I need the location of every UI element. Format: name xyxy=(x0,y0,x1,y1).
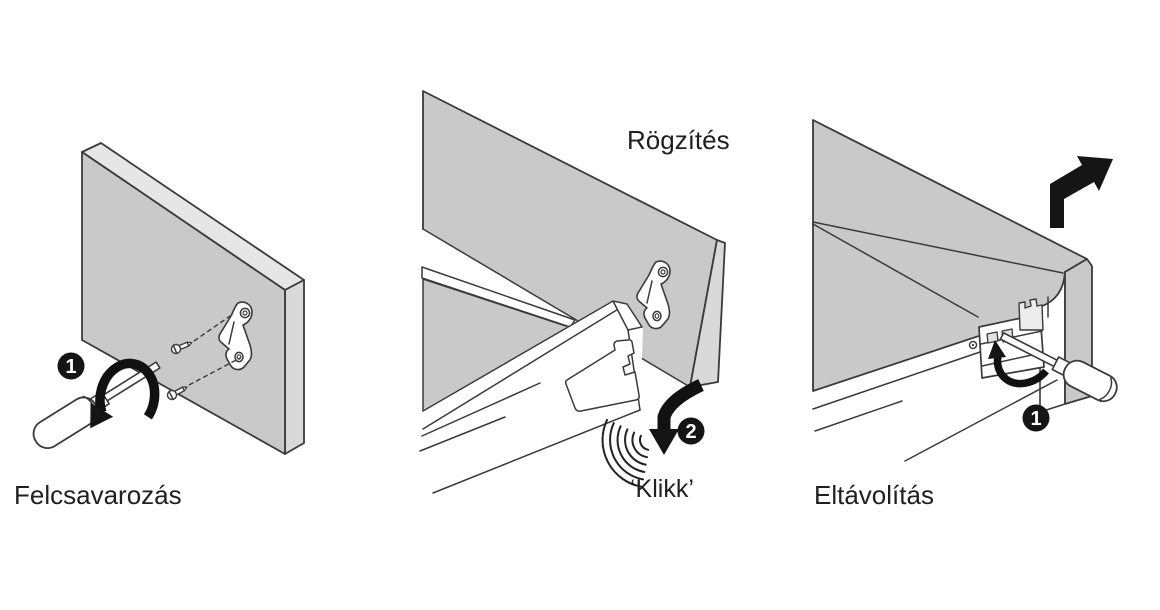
rail-cutout xyxy=(564,339,640,412)
step-number: 2 xyxy=(685,421,696,443)
screw-icon xyxy=(170,341,193,355)
screw-guide-dashed-line xyxy=(193,315,231,342)
sound-waves-icon xyxy=(601,418,650,488)
screw-icon xyxy=(166,386,188,401)
drawer-rail-icon xyxy=(419,300,643,494)
screwdriver-icon xyxy=(999,332,1118,403)
panel-label-felcsavarozas: Felcsavarozás xyxy=(14,480,182,510)
screw-guide-dashed-line xyxy=(188,357,241,386)
remove-arrow-icon xyxy=(1050,156,1113,228)
mounting-bracket-icon xyxy=(636,260,671,330)
panel-label-rogzites: Rögzítés xyxy=(627,125,730,155)
board-icon xyxy=(81,142,305,455)
panel-label-eltavolitas: Eltávolítás xyxy=(814,480,934,510)
step-badge: 1 xyxy=(1022,404,1050,432)
panel-eltavolitas: 1 Eltávolítás xyxy=(812,119,1118,510)
panel-rogzites: 2 Rögzítés ‘Klikk’ xyxy=(419,90,730,503)
step-badge: 2 xyxy=(677,417,705,445)
rotation-arrow-icon xyxy=(90,358,160,429)
klikk-caption: ‘Klikk’ xyxy=(630,475,694,503)
panel-felcsavarozas: 1 Felcsavarozás xyxy=(14,142,305,510)
mounting-bracket-icon xyxy=(218,301,253,371)
press-down-arrow-icon xyxy=(649,379,704,455)
drawer-body-icon xyxy=(812,119,1093,462)
step-number: 1 xyxy=(65,356,76,378)
step-badge: 1 xyxy=(57,352,85,380)
step-number: 1 xyxy=(1030,408,1041,430)
rotation-arrow-icon xyxy=(988,340,1049,388)
